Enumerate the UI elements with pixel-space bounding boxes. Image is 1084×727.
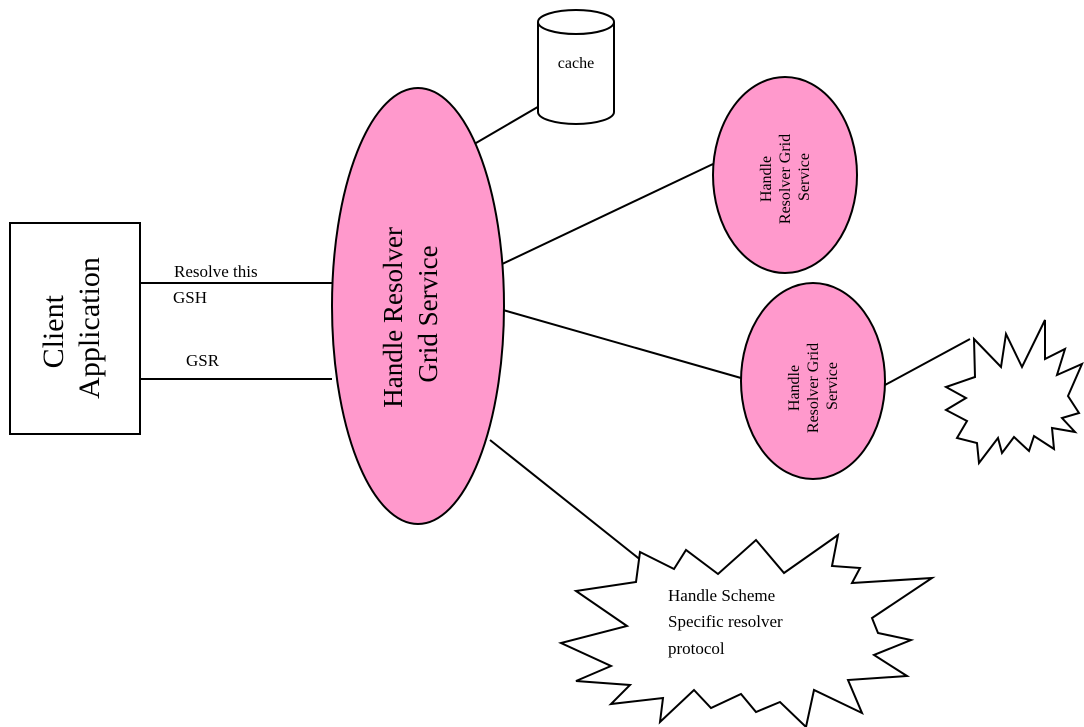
protocol-line3: protocol	[668, 639, 725, 658]
top-resolver-line3: Service	[796, 153, 813, 201]
top-resolver-ellipse	[712, 76, 858, 274]
protocol-line1: Handle Scheme	[668, 586, 775, 605]
external-resolver-burst	[943, 319, 1084, 466]
top-resolver-connector	[497, 163, 714, 267]
main-service-line1: Handle Resolver	[378, 227, 408, 408]
svg-text:Handle Resolver Grid: Handle Resolver Grid Service	[758, 130, 813, 224]
connectors	[140, 100, 971, 562]
main-grid-service: Handle Resolver Grid Service	[331, 87, 505, 525]
cache-label: cache	[558, 55, 594, 72]
svg-text:Client Application: Client Application	[37, 257, 106, 399]
response-label: GSR	[186, 351, 220, 370]
top-resolver-line2: Resolver Grid	[777, 134, 794, 224]
top-resolver-service: Handle Resolver Grid Service	[712, 76, 858, 274]
protocol-line2: Specific resolver	[668, 612, 783, 631]
mid-resolver-line1: Handle	[786, 365, 803, 411]
main-service-line2: Grid Service	[413, 245, 443, 382]
request-label-line1: Resolve this	[174, 262, 258, 281]
mid-resolver-line3: Service	[824, 362, 841, 410]
mid-resolver-to-burst-connector	[884, 338, 971, 386]
mid-resolver-service: Handle Resolver Grid Service	[740, 282, 886, 480]
client-label-line1: Client	[37, 294, 70, 368]
main-service-ellipse	[331, 87, 505, 525]
protocol-burst-shape	[558, 532, 936, 727]
cache-connector	[463, 100, 549, 151]
cache-cylinder: cache	[537, 9, 615, 125]
top-resolver-line1: Handle	[758, 156, 775, 202]
mid-resolver-connector	[502, 309, 742, 379]
mid-resolver-ellipse	[740, 282, 886, 480]
mid-resolver-line2: Resolver Grid	[805, 343, 822, 433]
protocol-connector	[489, 439, 643, 562]
cache-body	[537, 22, 615, 125]
svg-text:Handle Resolver Grid: Handle Resolver Grid Service	[786, 339, 841, 433]
client-application-box: Client Application	[9, 222, 141, 435]
client-box-frame	[9, 222, 141, 435]
request-label-line2: GSH	[173, 288, 207, 307]
cache-top	[537, 9, 615, 35]
protocol-burst: Handle Scheme Specific resolver protocol	[558, 532, 936, 727]
svg-text:Handle Resolver Grid Ser: Handle Resolver Grid Service	[378, 220, 443, 407]
client-label-line2: Application	[73, 257, 106, 399]
